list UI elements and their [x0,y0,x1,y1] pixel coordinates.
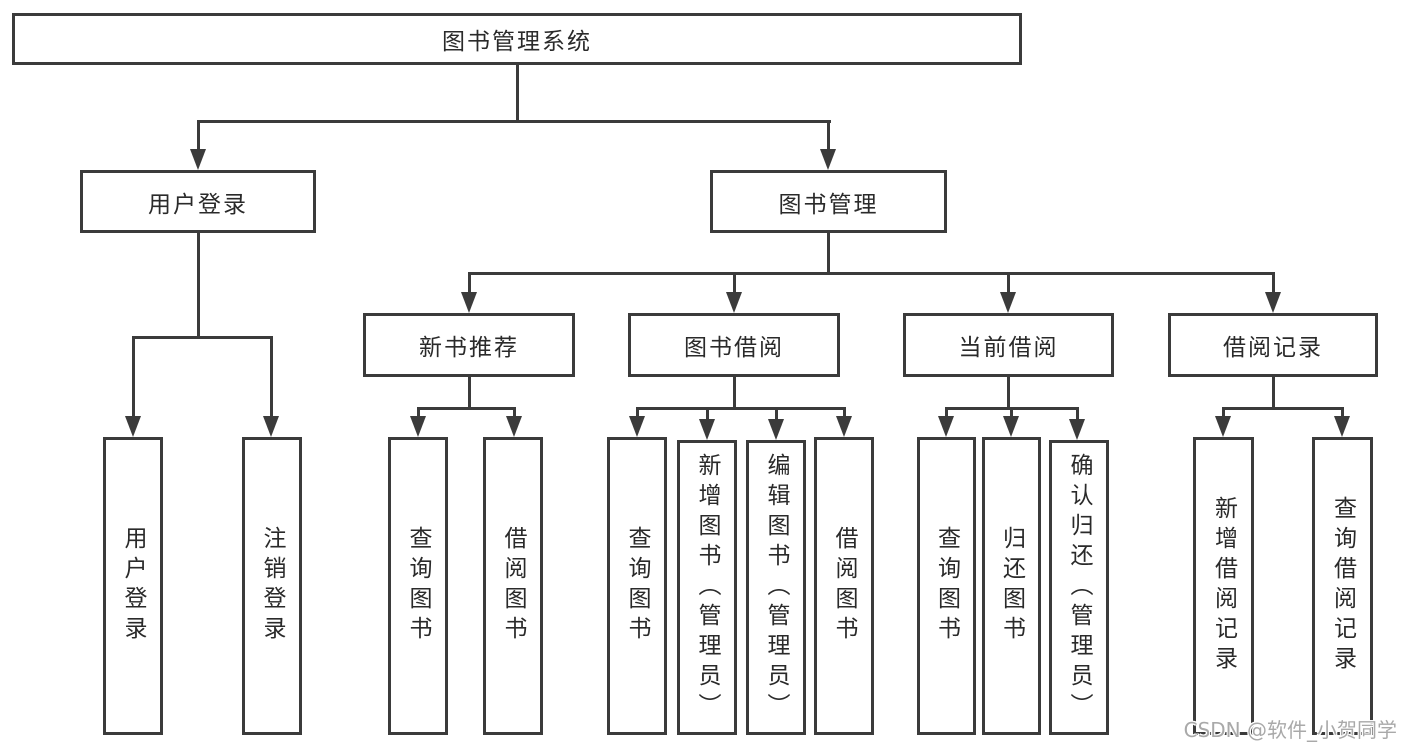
node-book-borrowing: 图书借阅 [628,313,840,377]
arrowhead-leaf-logout [263,416,279,437]
connector-br-trunk [1272,377,1275,407]
connector-to-borrow-records [1272,272,1275,308]
connector-level2-branch [468,272,1274,275]
node-new-book-recommendation: 新书推荐 [363,313,575,377]
arrowhead-user-login [190,149,206,170]
arrowhead-br-add [1215,416,1231,437]
connector-to-bb-add [706,407,709,427]
arrowhead-current-borrowing [1000,292,1016,313]
node-borrow-records: 借阅记录 [1168,313,1378,377]
arrowhead-rec-borrow [506,416,522,437]
connector-to-bb-edit [775,407,778,427]
connector-cb-trunk [1007,377,1010,407]
connector-to-leaf-logout [270,336,273,432]
connector-book-management-trunk [827,233,830,272]
arrowhead-bb-borrow [836,416,852,437]
arrowhead-borrow-records [1265,292,1281,313]
connector-user-login-branch [132,336,273,339]
arrowhead-book-management [820,149,836,170]
arrowhead-new-book-rec [461,292,477,313]
leaf-cb-return-book: 归还图书 [982,437,1041,735]
connector-br-branch [1222,407,1343,410]
leaf-bb-borrow-book: 借阅图书 [814,437,874,735]
node-user-login: 用户登录 [80,170,316,233]
leaf-rec-borrow-book: 借阅图书 [483,437,543,735]
arrowhead-br-query [1334,416,1350,437]
node-library-management-system: 图书管理系统 [12,13,1022,65]
arrowhead-leaf-user-login [125,416,141,437]
connector-bb-trunk [733,377,736,407]
connector-to-new-book-rec [468,272,471,308]
arrowhead-cb-return [1003,416,1019,437]
leaf-logout: 注销登录 [242,437,302,735]
arrowhead-bb-query [629,416,645,437]
node-book-management: 图书管理 [710,170,947,233]
connector-to-book-borrowing [733,272,736,308]
arrowhead-cb-query [938,416,954,437]
arrowhead-book-borrowing [726,292,742,313]
leaf-bb-add-book-admin: 新增图书（管理员） [677,440,737,735]
leaf-bb-query-book: 查询图书 [607,437,667,735]
leaf-br-query-record: 查询借阅记录 [1312,437,1373,735]
connector-rec-trunk [468,377,471,407]
arrowhead-rec-query [410,416,426,437]
leaf-cb-confirm-return-admin: 确认归还（管理员） [1049,440,1109,735]
connector-to-book-management [827,120,830,165]
connector-rec-branch [417,407,516,410]
leaf-user-login: 用户登录 [103,437,163,735]
arrowhead-cb-confirm [1069,419,1085,440]
connector-to-user-login [197,120,200,165]
connector-to-cb-confirm [1076,407,1079,427]
leaf-bb-edit-book-admin: 编辑图书（管理员） [746,440,806,735]
connector-level1-branch [197,120,831,123]
leaf-rec-query-book: 查询图书 [388,437,448,735]
arrowhead-bb-add [699,419,715,440]
connector-user-login-trunk [197,233,200,336]
connector-root-trunk [516,65,519,120]
arrowhead-bb-edit [768,419,784,440]
connector-to-current-borrowing [1007,272,1010,308]
connector-bb-branch [636,407,846,410]
node-current-borrowing: 当前借阅 [903,313,1114,377]
leaf-cb-query-book: 查询图书 [917,437,976,735]
csdn-watermark: CSDN @软件_小贺同学 [1183,718,1397,742]
leaf-br-add-record: 新增借阅记录 [1193,437,1254,735]
connector-to-leaf-user-login [132,336,135,432]
